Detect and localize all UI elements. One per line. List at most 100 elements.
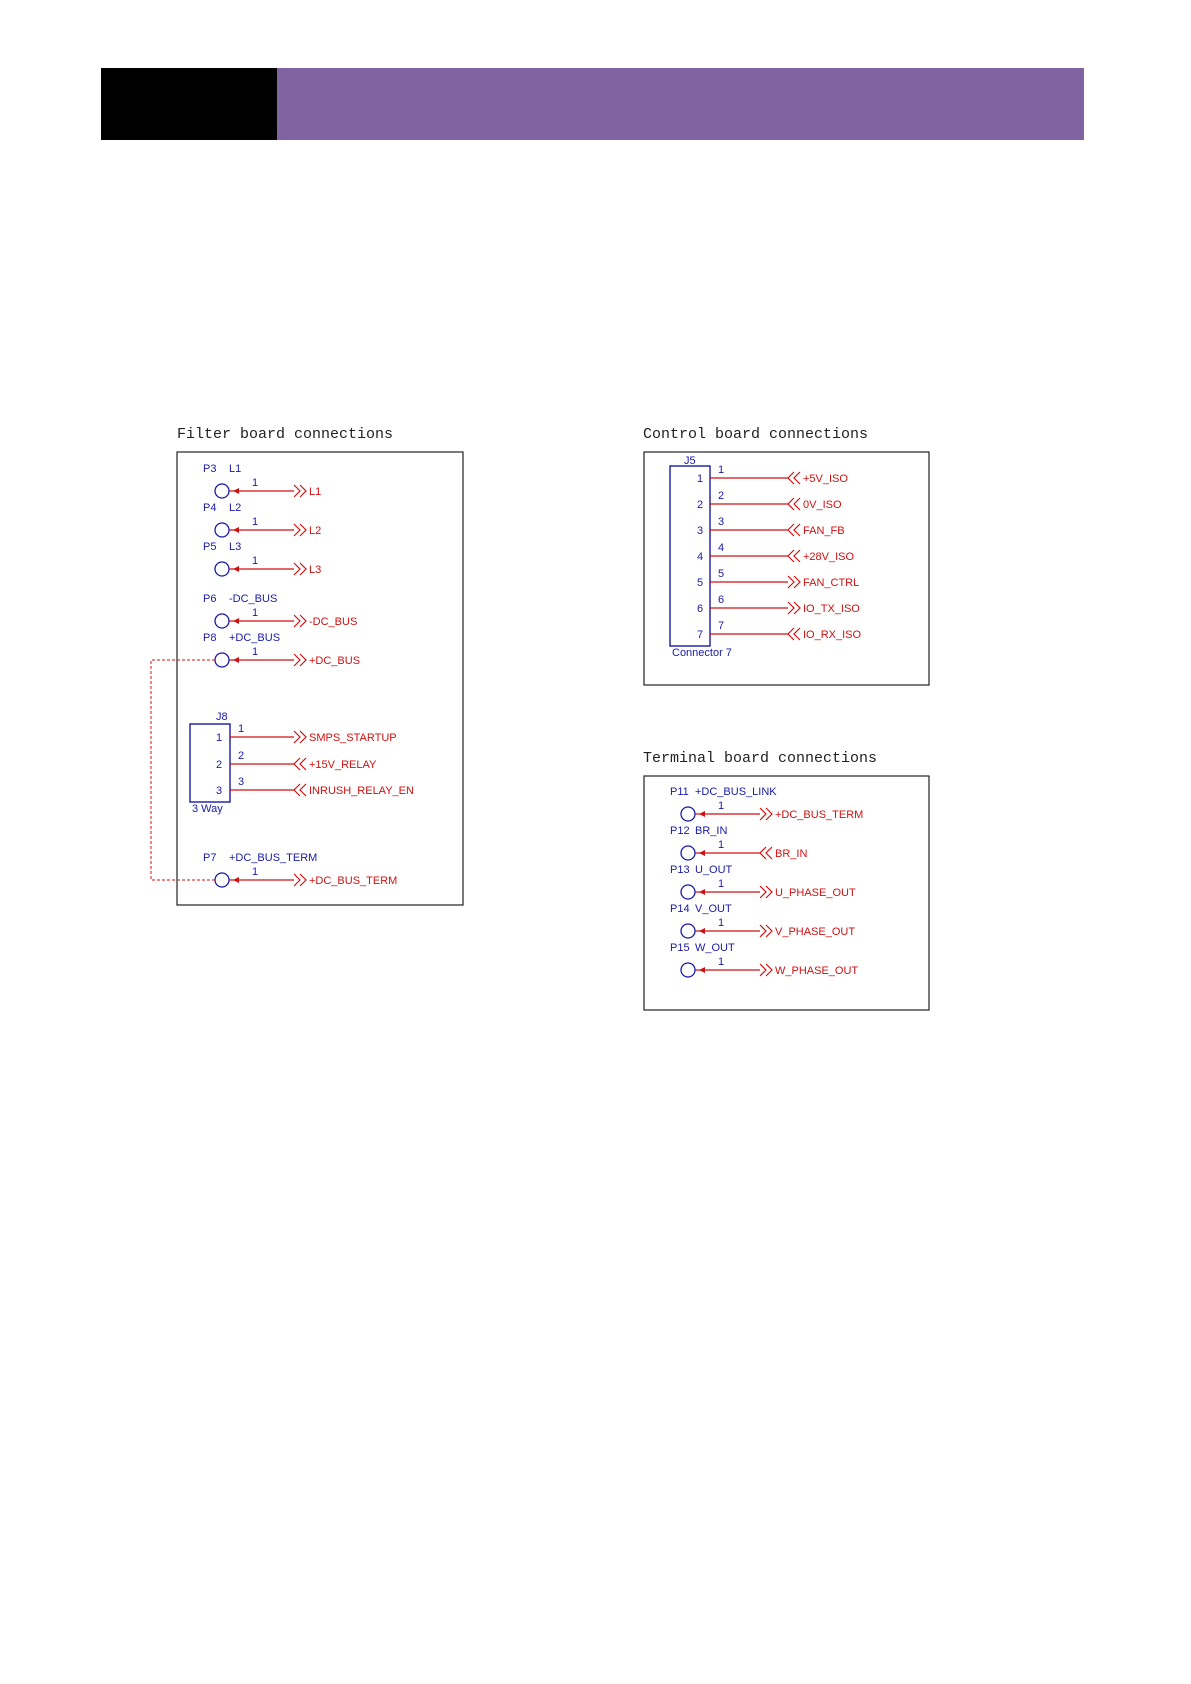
filter-terminal-4-ref: P8 [203,632,216,644]
filter-terminal-3-pin-arrow [233,618,239,624]
filter-terminal-0-pin-number: 1 [252,477,258,489]
j8-pin-1-net-label: +15V_RELAY [309,759,377,771]
terminal-terminal-0-name: +DC_BUS_LINK [695,786,777,798]
filter-terminal-1-ref: P4 [203,502,216,514]
j5-pin-2-net-port [787,523,801,537]
terminal-terminal-4-post [680,962,696,978]
j5-pin-5-number: 6 [697,603,703,615]
filter-terminal-1-pin-number: 1 [252,516,258,528]
filter-terminal-2-net-label: L3 [309,564,321,576]
terminal-terminal-0-ref: P11 [670,786,689,798]
j5-pin-1-number: 2 [697,499,703,511]
j5-pin-0-net-label: +5V_ISO [803,473,848,485]
terminal-terminal-2-pin-number: 1 [718,878,724,890]
j5-pin-0-net-port [787,471,801,485]
filter-terminal-1-post [214,522,230,538]
j5-pin-6-net-label: IO_RX_ISO [803,629,862,641]
j5-pin-1-net-port [787,497,801,511]
j5-pin-5-wire-number: 6 [718,594,724,606]
p7-net-label: +DC_BUS_TERM [309,875,397,887]
filter-terminal-4-net-port [293,653,307,667]
filter-terminal-2-net-port [293,562,307,576]
j8-pin-1-number: 2 [216,759,222,771]
j5-pin-1-net-label: 0V_ISO [803,499,842,511]
j5-pin-0-wire-number: 1 [718,464,724,476]
j5-pin-2-number: 3 [697,525,703,537]
filter-terminal-4-pin-number: 1 [252,646,258,658]
j5-pin-3-net-port [787,549,801,563]
terminal-terminal-0-net-port [759,807,773,821]
terminal-terminal-2-net-port [759,885,773,899]
j5-pin-3-net-label: +28V_ISO [803,551,855,563]
j5-pin-5-net-label: IO_TX_ISO [803,603,860,615]
terminal-terminal-2-post [680,884,696,900]
filter-terminal-0-name: L1 [229,463,241,475]
filter-terminal-0-pin-arrow [233,488,239,494]
p7-pin-number: 1 [252,866,258,878]
j5-pin-4-wire-number: 5 [718,568,724,580]
terminal-terminal-2-pin-arrow [699,889,705,895]
terminal-board-frame [643,775,930,1011]
filter-terminal-2-pin-number: 1 [252,555,258,567]
filter-terminal-3-ref: P6 [203,593,216,605]
p7-net-port [293,873,307,887]
terminal-terminal-4-net-port [759,963,773,977]
terminal-terminal-3-net-port [759,924,773,938]
filter-terminal-0-net-port [293,484,307,498]
j5-pin-1-wire-number: 2 [718,490,724,502]
p7-ref: P7 [203,852,216,864]
control-board-frame [643,451,930,686]
terminal-terminal-0-post [680,806,696,822]
j8-pin-2-net-port [293,783,307,797]
j8-pin-0-net-label: SMPS_STARTUP [309,732,397,744]
terminal-terminal-2-net-label: U_PHASE_OUT [775,887,856,899]
terminal-terminal-1-ref: P12 [670,825,690,837]
filter-terminal-1-pin-arrow [233,527,239,533]
j8-pin-0-wire-number: 1 [238,723,244,735]
terminal-terminal-3-pin-number: 1 [718,917,724,929]
j8-pin-1-wire-number: 2 [238,750,244,762]
filter-terminal-1-net-label: L2 [309,525,321,537]
filter-terminal-1-name: L2 [229,502,241,514]
filter-terminal-4-post [214,652,230,668]
j5-pin-5-net-port [787,601,801,615]
j5-description: Connector 7 [672,647,732,659]
filter-terminal-0-ref: P3 [203,463,216,475]
filter-terminal-2-post [214,561,230,577]
filter-terminal-0-net-label: L1 [309,486,321,498]
j5-pin-3-number: 4 [697,551,703,563]
terminal-terminal-1-name: BR_IN [695,825,727,837]
filter-terminal-3-net-label: -DC_BUS [309,616,357,628]
filter-board-frame [176,451,464,906]
terminal-terminal-3-post [680,923,696,939]
terminal-terminal-3-net-label: V_PHASE_OUT [775,926,855,938]
terminal-terminal-3-name: V_OUT [695,903,732,915]
j8-pin-2-net-label: INRUSH_RELAY_EN [309,785,414,797]
filter-terminal-2-name: L3 [229,541,241,553]
terminal-terminal-1-pin-arrow [699,850,705,856]
j8-pin-2-number: 3 [216,785,222,797]
header-black-block [101,68,277,140]
terminal-terminal-1-net-port [759,846,773,860]
terminal-terminal-1-post [680,845,696,861]
control-board-title: Control board connections [643,426,868,443]
terminal-terminal-0-pin-arrow [699,811,705,817]
j5-ref: J5 [684,455,696,467]
terminal-terminal-0-pin-number: 1 [718,800,724,812]
filter-terminal-3-post [214,613,230,629]
terminal-terminal-4-ref: P15 [670,942,690,954]
dc-bus-link-dashed [150,659,215,881]
j5-pin-2-wire-number: 3 [718,516,724,528]
filter-terminal-4-name: +DC_BUS [229,632,280,644]
j5-pin-6-wire-number: 7 [718,620,724,632]
j8-body [189,723,231,803]
j5-pin-0-number: 1 [697,473,703,485]
p7-name: +DC_BUS_TERM [229,852,317,864]
filter-board-title: Filter board connections [177,426,393,443]
j8-pin-0-net-port [293,730,307,744]
j5-pin-6-number: 7 [697,629,703,641]
terminal-terminal-4-name: W_OUT [695,942,735,954]
filter-terminal-3-name: -DC_BUS [229,593,277,605]
terminal-terminal-1-net-label: BR_IN [775,848,807,860]
